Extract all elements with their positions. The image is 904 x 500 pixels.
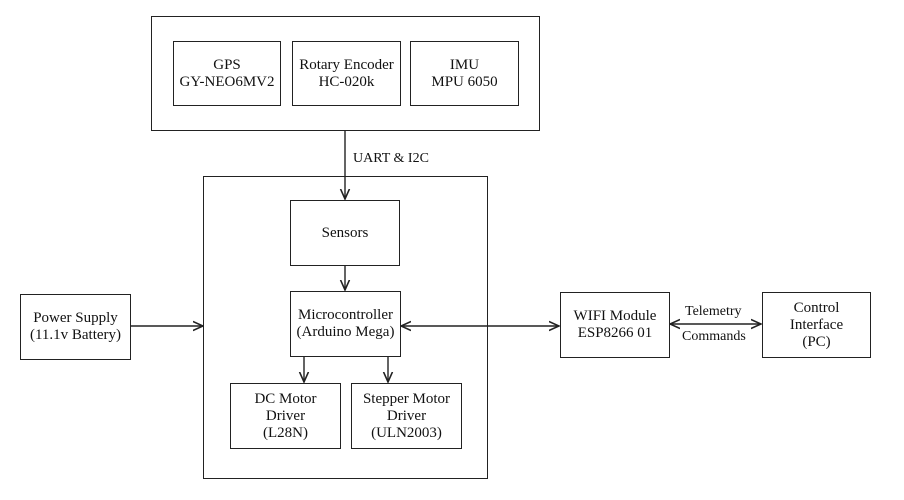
gps-model: GY-NEO6MV2	[179, 73, 275, 90]
wifi-title: WIFI Module	[573, 308, 657, 324]
imu-model: MPU 6050	[431, 73, 498, 90]
sensors-label: Sensors	[321, 224, 369, 241]
power-supply-node: Power Supply (11.1v Battery)	[20, 294, 131, 360]
imu-title: IMU	[449, 56, 480, 73]
imu-node: IMU MPU 6050	[410, 41, 519, 106]
bus-label: UART & I2C	[353, 151, 429, 166]
mcu-model: (Arduino Mega)	[296, 324, 395, 340]
gps-title: GPS	[213, 56, 241, 73]
gps-node: GPS GY-NEO6MV2	[173, 41, 281, 106]
control-line1: Control	[793, 299, 840, 316]
mcu-title: Microcontroller	[298, 307, 393, 323]
dc-driver-line2: Driver	[265, 407, 306, 424]
microcontroller-node: Microcontroller (Arduino Mega)	[290, 291, 401, 357]
encoder-title: Rotary Encoder	[299, 56, 394, 73]
control-line2: Interface	[789, 316, 844, 333]
dc-driver-line3: (L28N)	[263, 424, 308, 441]
control-interface-node: Control Interface (PC)	[762, 292, 871, 358]
dc-driver-line1: DC Motor	[254, 390, 317, 407]
wifi-model: ESP8266 01	[577, 325, 653, 341]
power-detail: (11.1v Battery)	[29, 327, 122, 343]
stepper-driver-line3: (ULN2003)	[371, 424, 442, 441]
commands-label: Commands	[682, 329, 746, 344]
stepper-driver-line1: Stepper Motor	[362, 390, 451, 407]
stepper-motor-driver-node: Stepper Motor Driver (ULN2003)	[351, 383, 462, 449]
sensors-node: Sensors	[290, 200, 400, 266]
telemetry-label: Telemetry	[685, 304, 742, 319]
control-line3: (PC)	[802, 333, 831, 350]
power-title: Power Supply	[33, 310, 118, 326]
controller-group	[203, 176, 488, 479]
stepper-driver-line2: Driver	[386, 407, 427, 424]
encoder-model: HC-020k	[318, 73, 375, 90]
sensor-group	[151, 16, 540, 131]
dc-motor-driver-node: DC Motor Driver (L28N)	[230, 383, 341, 449]
rotary-encoder-node: Rotary Encoder HC-020k	[292, 41, 401, 106]
wifi-module-node: WIFI Module ESP8266 01	[560, 292, 670, 358]
